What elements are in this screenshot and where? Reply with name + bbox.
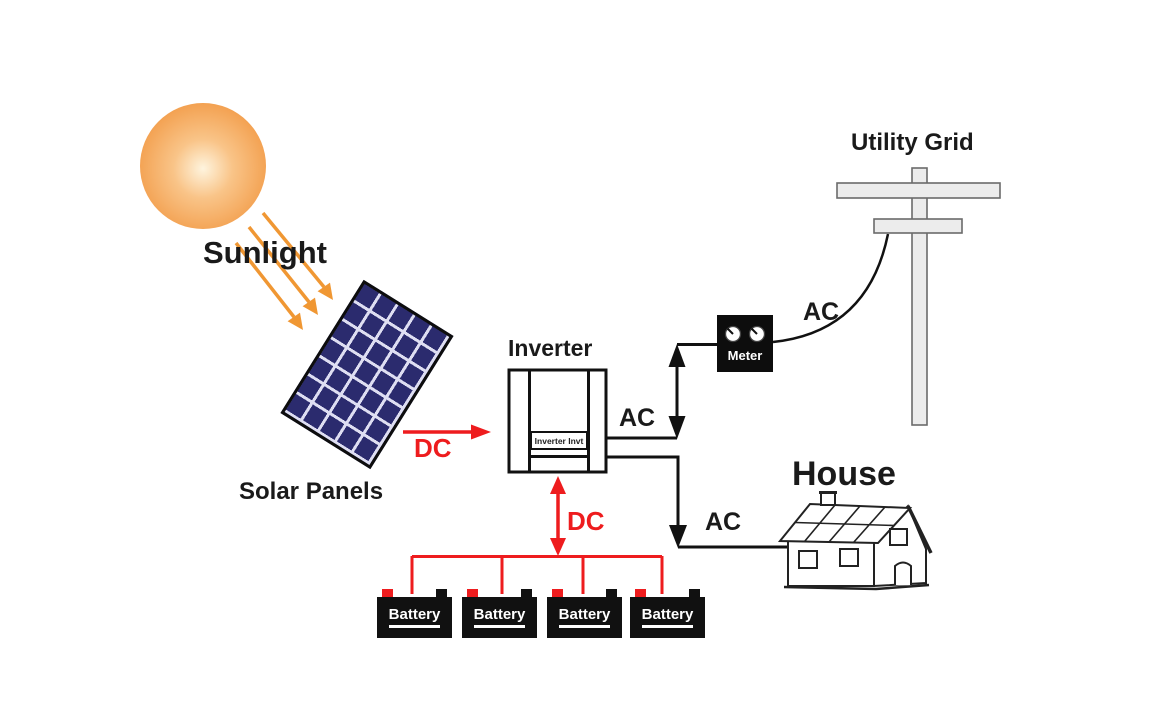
wire-inverter-house bbox=[605, 455, 788, 549]
battery-positive-terminal bbox=[382, 589, 393, 598]
battery-label: Battery bbox=[641, 607, 694, 628]
battery-bus-wire bbox=[410, 555, 664, 594]
house-illustration bbox=[777, 491, 933, 591]
sun-rays-icon bbox=[234, 211, 333, 330]
ac-label-inverter: AC bbox=[619, 404, 656, 432]
battery-negative-terminal bbox=[521, 589, 532, 598]
battery-unit: Battery bbox=[547, 597, 622, 638]
wire-inverter-meter bbox=[605, 343, 717, 440]
meter-label: Meter bbox=[727, 348, 763, 363]
inverter-label: Inverter bbox=[508, 335, 593, 361]
dc-label-panel: DC bbox=[414, 433, 452, 463]
inverter-box bbox=[507, 368, 608, 474]
battery-positive-terminal bbox=[635, 589, 646, 598]
dc-arrow-panel-to-inverter bbox=[403, 424, 491, 440]
utility-pole-icon bbox=[836, 167, 1001, 426]
battery-unit: Battery bbox=[630, 597, 705, 638]
battery-negative-terminal bbox=[689, 589, 700, 598]
sun-icon bbox=[140, 103, 266, 229]
battery-unit: Battery bbox=[462, 597, 537, 638]
battery-negative-terminal bbox=[606, 589, 617, 598]
wire-meter-grid bbox=[772, 233, 890, 344]
sunlight-label: Sunlight bbox=[203, 235, 327, 270]
solar-panels-label: Solar Panels bbox=[239, 478, 384, 505]
battery-label: Battery bbox=[473, 607, 526, 628]
ac-label-grid: AC bbox=[803, 298, 840, 326]
battery-positive-terminal bbox=[467, 589, 478, 598]
battery-positive-terminal bbox=[552, 589, 563, 598]
ac-label-house: AC bbox=[705, 508, 742, 536]
battery-label: Battery bbox=[558, 607, 611, 628]
dc-label-battery: DC bbox=[567, 506, 605, 536]
battery-unit: Battery bbox=[377, 597, 452, 638]
battery-label: Battery bbox=[388, 607, 441, 628]
inverter-unit-label: Inverter Invt bbox=[530, 431, 588, 450]
meter-box bbox=[717, 315, 773, 372]
battery-negative-terminal bbox=[436, 589, 447, 598]
house-label: House bbox=[792, 455, 896, 493]
dc-arrow-inverter-battery bbox=[550, 476, 566, 556]
utility-grid-label: Utility Grid bbox=[851, 129, 974, 156]
